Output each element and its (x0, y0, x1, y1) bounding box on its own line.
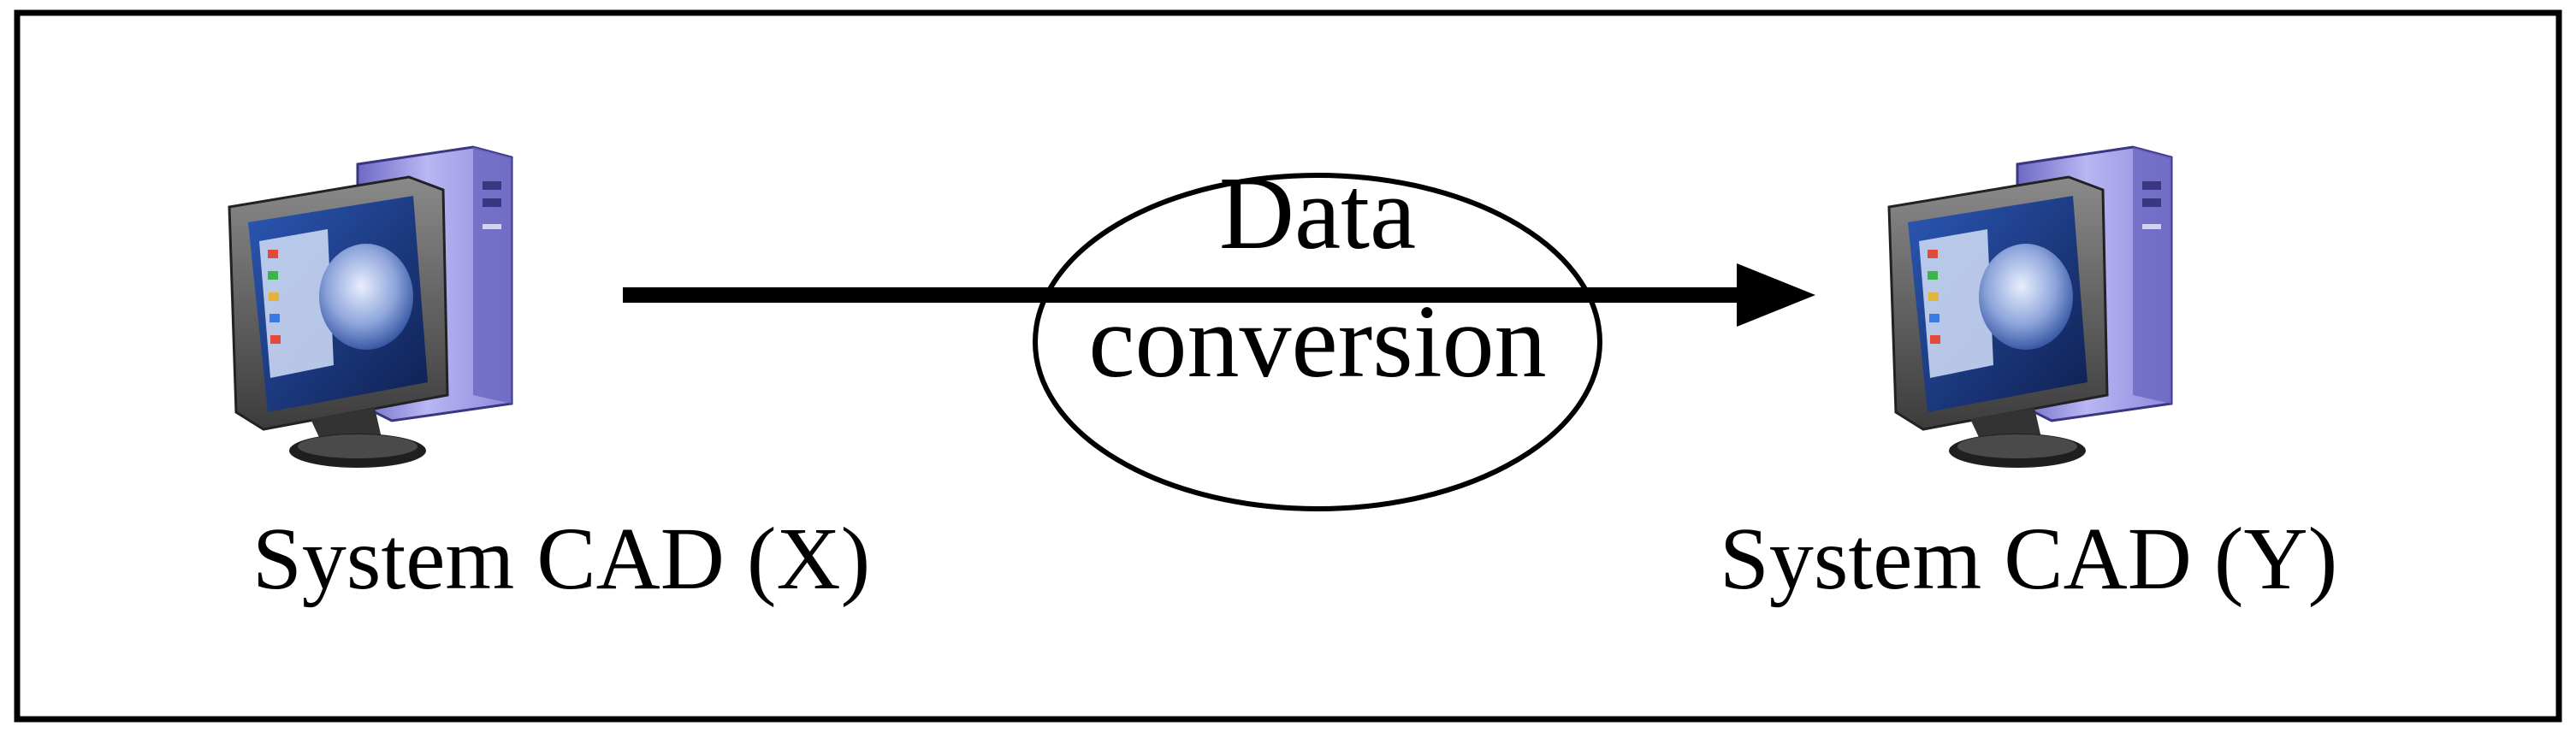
process-ellipse (1033, 173, 1602, 511)
conversion-arrow (623, 263, 1815, 327)
target-system-label: System CAD (Y) (1720, 510, 2337, 608)
source-system-label: System CAD (X) (252, 510, 870, 608)
process-label-line1: Data (1219, 156, 1416, 271)
process-label-line2: conversion (1088, 284, 1546, 399)
